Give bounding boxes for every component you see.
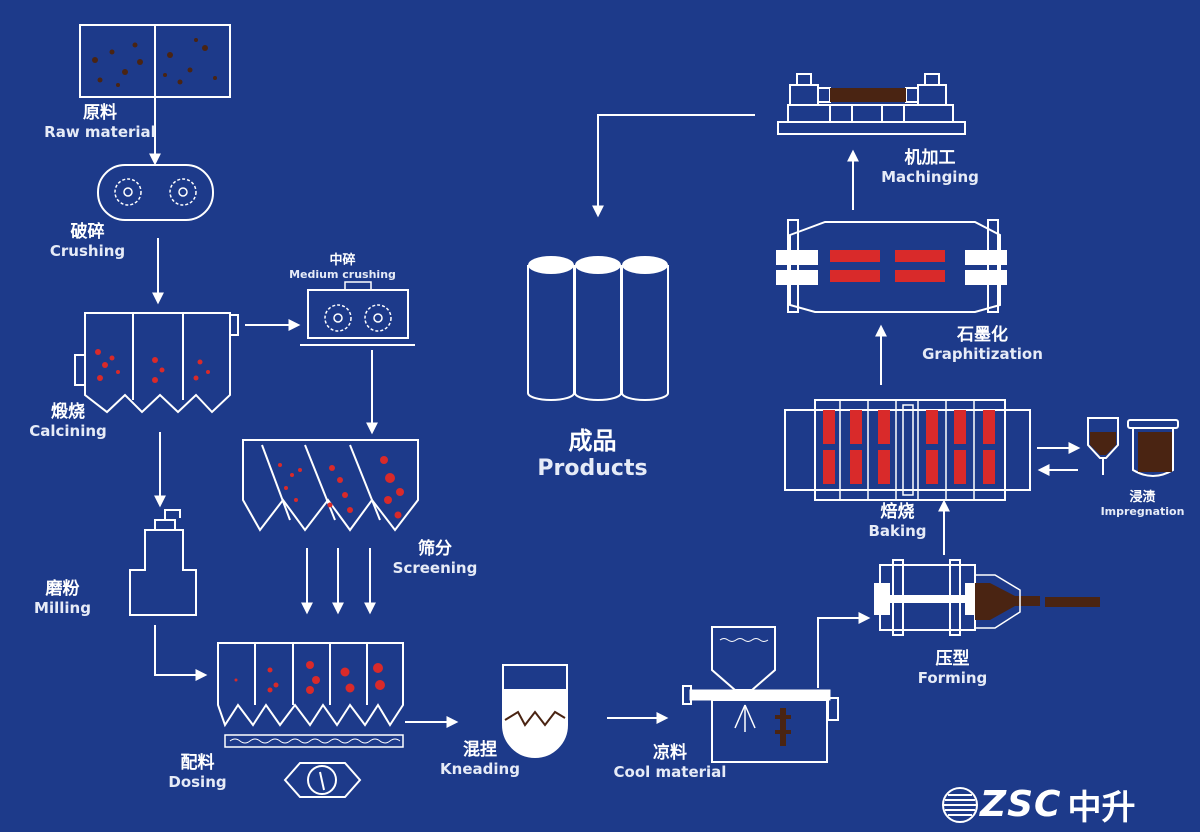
label-cn: 中碎 — [329, 253, 356, 268]
product-cylinders — [527, 256, 669, 401]
logo-emblem-icon — [942, 786, 978, 823]
label-cn: 煅烧 — [51, 402, 85, 422]
label-forming: 压型 Forming — [905, 649, 1000, 687]
label-machining: 机加工 Machinging — [870, 148, 990, 186]
label-baking: 焙烧 Baking — [855, 502, 940, 540]
forming-press — [874, 559, 1100, 636]
label-cn: 破碎 — [70, 222, 105, 242]
label-cn: 磨粉 — [45, 579, 80, 599]
crusher — [97, 164, 214, 221]
impregnation-tanks — [1087, 417, 1179, 477]
label-products: 成品 Products — [525, 427, 660, 481]
label-cn: 机加工 — [904, 148, 956, 168]
label-cn: 石墨化 — [957, 325, 1008, 345]
label-cool-material: 凉料 Cool material — [605, 743, 735, 781]
label-en: Forming — [917, 668, 988, 687]
label-cn: 浸渍 — [1129, 490, 1156, 505]
label-cn: 压型 — [935, 649, 970, 669]
label-en: Calcining — [29, 421, 107, 440]
label-cn: 成品 — [568, 427, 617, 455]
label-cn: 焙烧 — [880, 502, 915, 522]
medium-crusher — [300, 281, 415, 346]
label-en: Cool material — [613, 762, 727, 781]
machining-lathe — [777, 73, 966, 135]
screening-hoppers — [242, 439, 419, 532]
label-en: Raw material — [44, 122, 156, 141]
label-en: Baking — [868, 521, 927, 540]
label-cn: 混捏 — [463, 740, 497, 760]
label-crushing: 破碎 Crushing — [30, 222, 145, 260]
label-en: Medium crushing — [289, 267, 396, 281]
raw-material-box — [79, 24, 231, 98]
label-cn: 配料 — [180, 753, 215, 773]
label-milling: 磨粉 Milling — [20, 579, 105, 617]
zsc-logo: ZSC 中升 — [940, 780, 1135, 829]
mill — [129, 509, 197, 616]
logo-brand-cn: 中升 — [1067, 788, 1136, 828]
label-en: Graphitization — [922, 344, 1043, 363]
label-en: Products — [537, 455, 648, 481]
label-dosing: 配料 Dosing — [155, 753, 240, 791]
label-raw-material: 原料 Raw material — [35, 103, 165, 141]
label-cn: 凉料 — [653, 743, 687, 763]
label-screening: 筛分 Screening — [380, 539, 490, 577]
label-cn: 原料 — [83, 103, 117, 123]
label-en: Milling — [34, 598, 91, 617]
cooler — [682, 626, 839, 763]
label-en: Dosing — [168, 772, 227, 791]
label-en: Screening — [392, 558, 478, 577]
calciner — [74, 312, 239, 414]
label-en: Kneading — [440, 759, 520, 778]
label-cn: 筛分 — [418, 539, 452, 559]
kneader — [502, 664, 568, 758]
label-en: Machinging — [881, 167, 979, 186]
label-kneading: 混捏 Kneading — [425, 740, 535, 778]
label-en: Impregnation — [1100, 504, 1185, 518]
dosing-bins — [217, 642, 404, 798]
label-medium-crushing: 中碎 Medium crushing — [270, 253, 415, 282]
label-en: Crushing — [49, 241, 126, 260]
flow-arrows — [149, 97, 1081, 728]
label-impregnation: 浸渍 Impregnation — [1095, 490, 1190, 519]
baking-furnace — [784, 399, 1031, 501]
graphitization-furnace — [776, 219, 1007, 313]
label-graphitization: 石墨化 Graphitization — [900, 325, 1065, 363]
label-calcining: 煅烧 Calcining — [18, 402, 118, 440]
logo-brand: ZSC — [980, 784, 1062, 825]
